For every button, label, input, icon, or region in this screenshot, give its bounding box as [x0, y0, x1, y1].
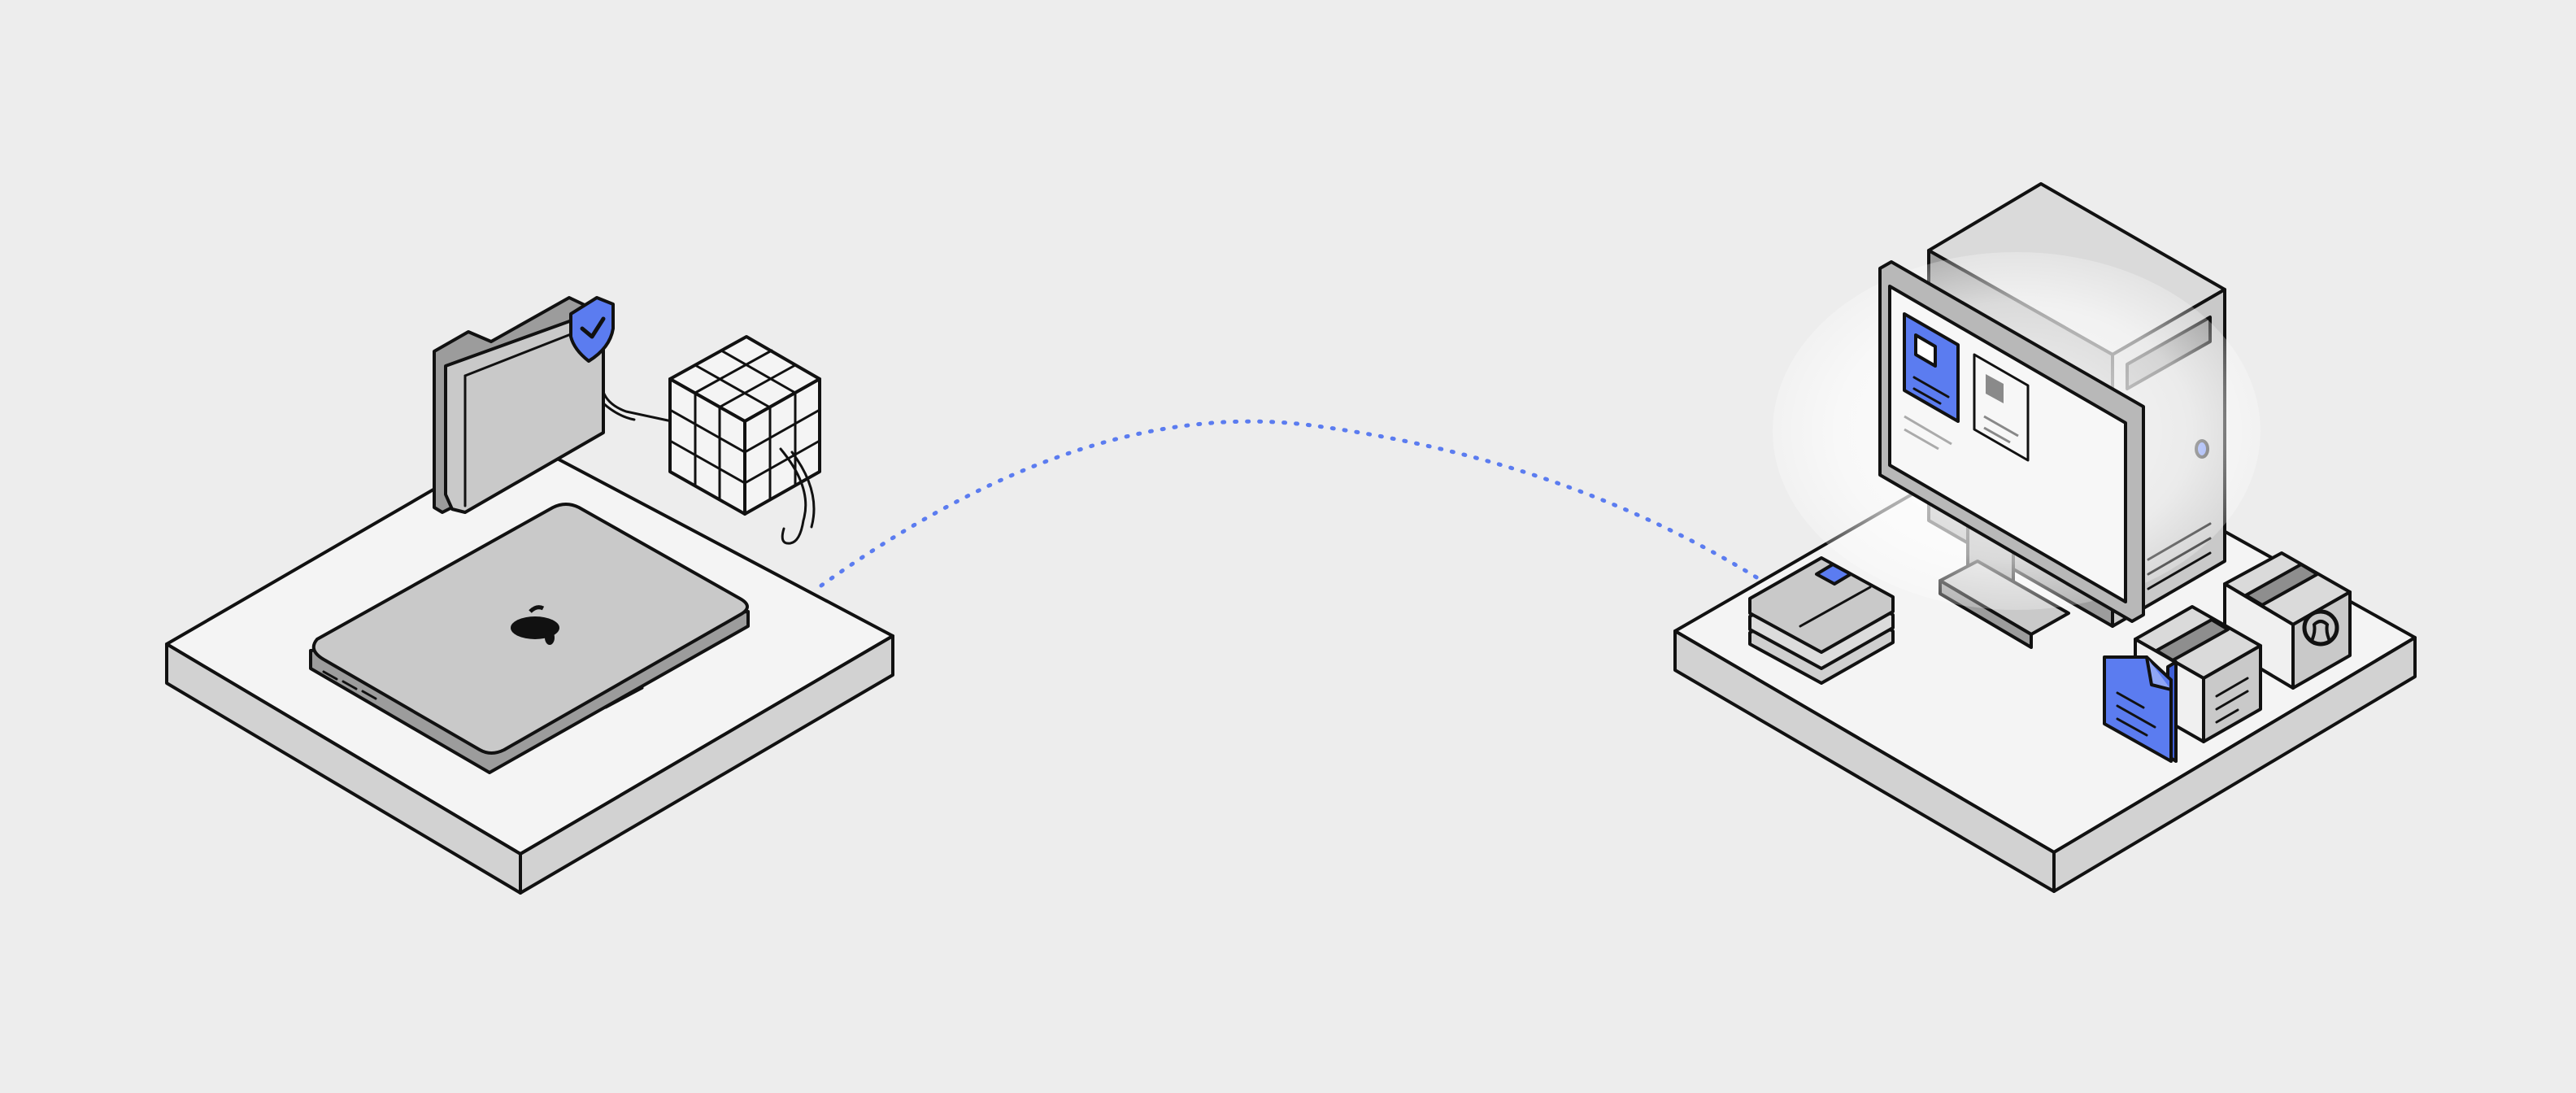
sync-connection-arc	[819, 419, 1767, 588]
card-stack-chip	[1815, 563, 1852, 586]
laptop-vents	[322, 670, 377, 700]
card-stack	[1748, 556, 1895, 685]
grid-cube	[668, 335, 821, 516]
github-octocat-icon	[2302, 609, 2339, 647]
local-platform-right-side	[519, 634, 894, 895]
server-platform-right-side	[2052, 636, 2417, 893]
folder-cable	[602, 390, 673, 423]
document-icon	[2103, 655, 2178, 763]
laptop-port	[604, 686, 644, 709]
apple-logo-icon	[511, 605, 559, 645]
laptop	[309, 503, 750, 774]
monitor	[1773, 252, 2261, 623]
shield-check-icon	[569, 296, 615, 363]
package-box-back	[2223, 551, 2352, 690]
folder	[433, 296, 605, 514]
cube-cable	[779, 447, 807, 545]
